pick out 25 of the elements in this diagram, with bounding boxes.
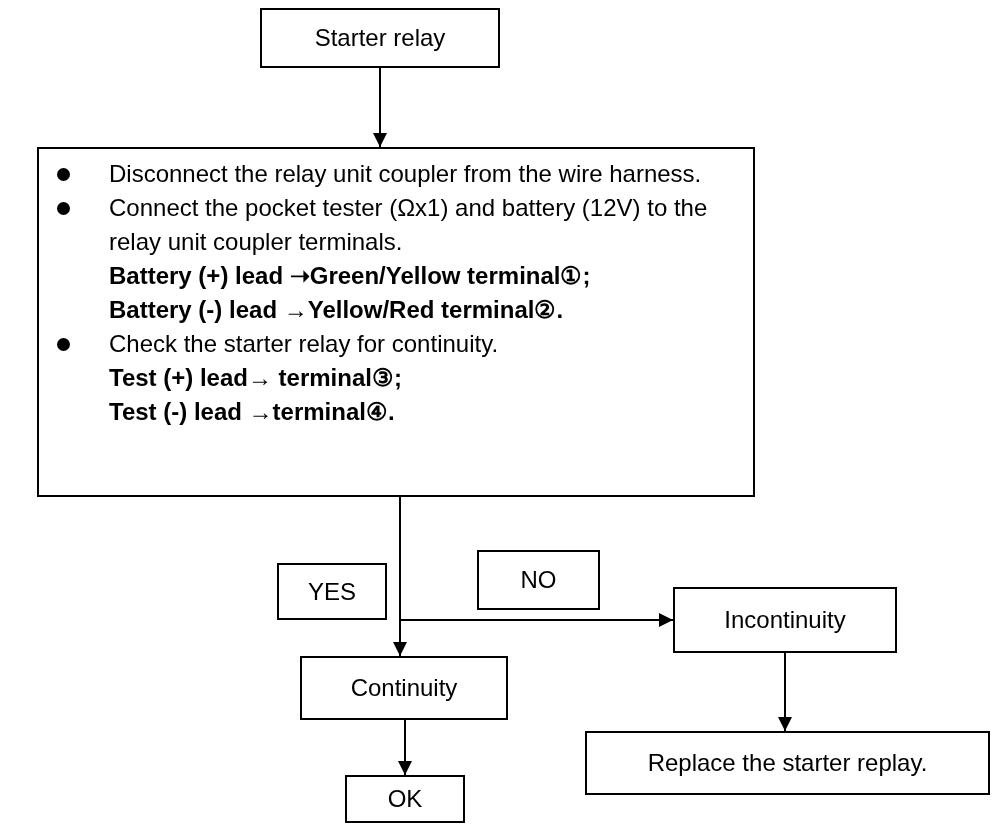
connection-text: Test (-) lead →terminal④. [109,398,395,425]
process-box [477,550,600,610]
process-box [585,731,990,795]
box-label: YES [308,577,356,606]
arrow [373,67,387,148]
process-box [300,656,508,720]
box-label: OK [387,785,423,813]
process-box [345,775,465,823]
process-box [260,8,500,68]
box-label: Starter relay [314,24,446,52]
instruction-text: Connect the pocket tester (Ωx1) and battery (12V) to the relay unit coupler terminals. [109,194,708,255]
arrow [398,719,412,776]
connection-text: Battery (-) lead →Yellow/Red terminal②. [109,296,564,323]
connection-text: Test (+) lead→ terminal③; [109,364,402,391]
arrow [778,652,792,732]
box-label: Continuity [350,674,458,702]
box-label: Incontinuity [724,606,846,634]
instruction-text: Check the starter relay for continuity. [109,330,499,357]
process-box [277,563,387,620]
connection-text: Battery (+) lead ➝Green/Yellow terminal①; [109,262,591,289]
process-box [673,587,897,653]
box-label: NO [520,566,557,594]
process-box [37,147,755,497]
instruction-text: Disconnect the relay unit coupler from the wire harness. [109,160,702,187]
box-label: Replace the starter replay. [647,749,928,777]
